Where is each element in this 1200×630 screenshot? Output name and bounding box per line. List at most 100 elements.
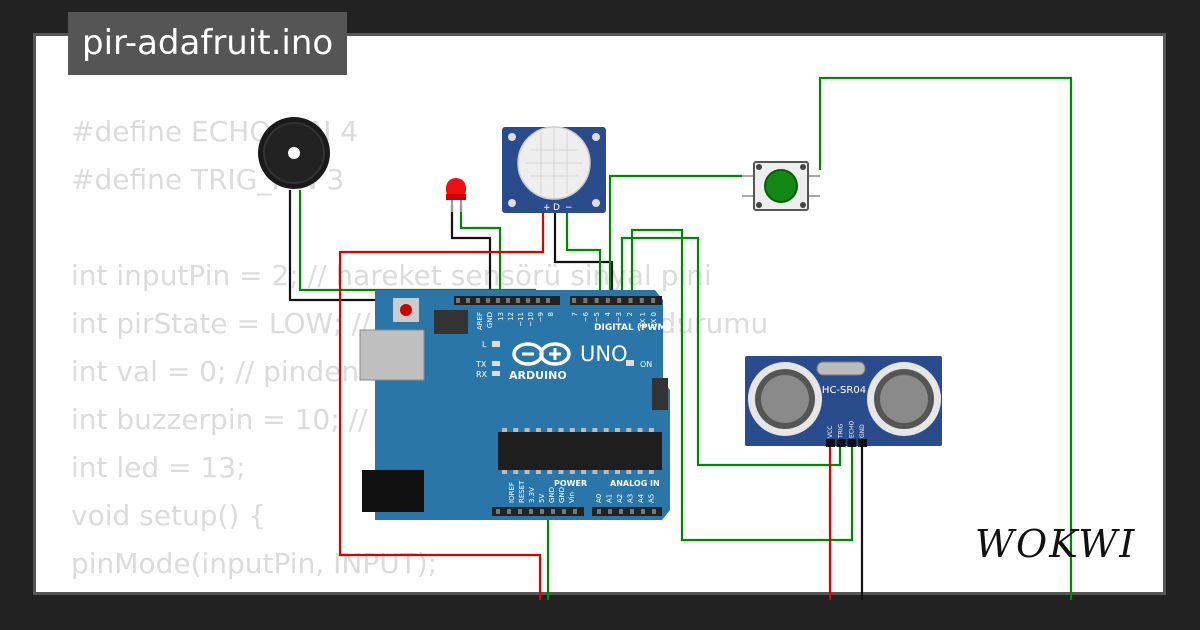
pin-label: RX 0 [650,312,658,328]
chip-pin [535,470,541,474]
chip-pin [547,470,553,474]
power-pin-label: GND [548,487,556,503]
arduino-logo [512,342,571,366]
arduino-brand: ARDUINO [509,369,567,382]
header-pin[interactable] [583,298,588,303]
wires [288,76,1073,600]
header-pin[interactable] [639,298,644,303]
code-line: int led = 13; [71,451,246,484]
wire-buzzer-led [288,190,492,302]
header-pin[interactable] [562,509,566,514]
ultrasonic-pin[interactable] [858,439,868,447]
header-pin[interactable] [572,298,576,303]
header-pin[interactable] [496,298,500,303]
pin-label: ~9 [537,312,545,322]
analog-pin-label: A2 [616,494,624,503]
header-pin[interactable] [652,509,656,514]
pin-label: AREF [476,312,484,330]
microcontroller-chip [498,432,662,470]
digital-label: DIGITAL (PWM ~) [594,323,681,333]
header-pin[interactable] [617,298,622,303]
pin-label: ~3 [615,312,623,322]
header-pin[interactable] [529,509,533,514]
page-title: pir-adafruit.ino [68,12,348,75]
header-power [492,507,584,516]
header-pin[interactable] [630,509,634,514]
ultrasonic-pin[interactable] [847,439,857,447]
wire-led-pin13 [459,205,502,303]
header-pin[interactable] [466,298,470,303]
header-pin[interactable] [651,298,656,303]
pin-label: 8 [547,312,555,316]
header-pin[interactable] [536,298,540,303]
chip-pin [615,470,620,474]
header-pin[interactable] [496,509,500,514]
header-pin[interactable] [628,298,633,303]
chip-pin [558,470,564,474]
header-pin[interactable] [507,509,511,514]
ultrasonic-pin-label: GND [859,424,866,438]
wire-echo [630,228,854,542]
chip-pin [558,428,564,432]
code-line: pinMode(inputPin, INPUT); [71,547,438,580]
push-button[interactable] [742,161,820,211]
power-pin-label: RESET [518,480,526,503]
analog-pin-label: A3 [627,494,635,503]
chip-pin [513,428,519,432]
ultrasonic-pin-label: ECHO [848,421,855,438]
chip-pin [603,428,609,432]
code-line: void setup() { [71,499,267,532]
pin-label: 13 [497,312,505,321]
header-pin[interactable] [486,298,490,303]
chip-pin [569,428,575,432]
header-top-right [570,296,662,305]
header-pin[interactable] [641,509,645,514]
header-pin[interactable] [506,298,510,303]
header-pin[interactable] [546,298,550,303]
icsp-header [434,310,468,334]
rx-label: RX [476,370,488,379]
header-pin[interactable] [516,298,520,303]
wire-pir-signal [565,210,602,303]
header-pin[interactable] [456,298,460,303]
chip-pin [626,428,632,432]
header-pin[interactable] [526,298,530,303]
chip-pin [524,470,530,474]
chip-pin [592,470,598,474]
header-pin[interactable] [594,298,599,303]
ultrasonic-pin[interactable] [836,439,846,447]
chip-pin [547,428,553,432]
header-pin[interactable] [608,509,612,514]
header-pin[interactable] [573,509,577,514]
ultrasonic-pin-label: TRIG [838,423,845,439]
header-pin[interactable] [518,509,522,514]
pin-label: GND [486,312,494,328]
pin-label: 12 [507,312,515,321]
chip-pin [535,428,541,432]
chip-pin [592,428,598,432]
analog-pin-label: A5 [648,494,656,503]
pin-label: TX 1 [639,312,647,329]
pin-label: ~11 [517,312,525,327]
pin-label: 2 [626,312,634,316]
power-pin-label: GND [558,487,566,503]
pir-pin-signal: D [553,203,560,213]
header-analog [592,507,662,516]
header-pin[interactable] [619,509,623,514]
red-led [446,178,466,212]
power-pin-label: 3.3V [528,487,536,503]
header-pin[interactable] [605,298,610,303]
wire-button-left [608,174,742,303]
header-pin[interactable] [540,509,544,514]
header-pin[interactable] [476,298,480,303]
reset-button[interactable] [393,298,419,322]
ultrasonic-pin[interactable] [826,439,835,447]
analog-label: ANALOG IN [610,479,660,488]
header-pin[interactable] [597,509,601,514]
chip-pin [569,470,575,474]
header-pin[interactable] [551,509,555,514]
analog-pin-label: A0 [595,494,603,503]
